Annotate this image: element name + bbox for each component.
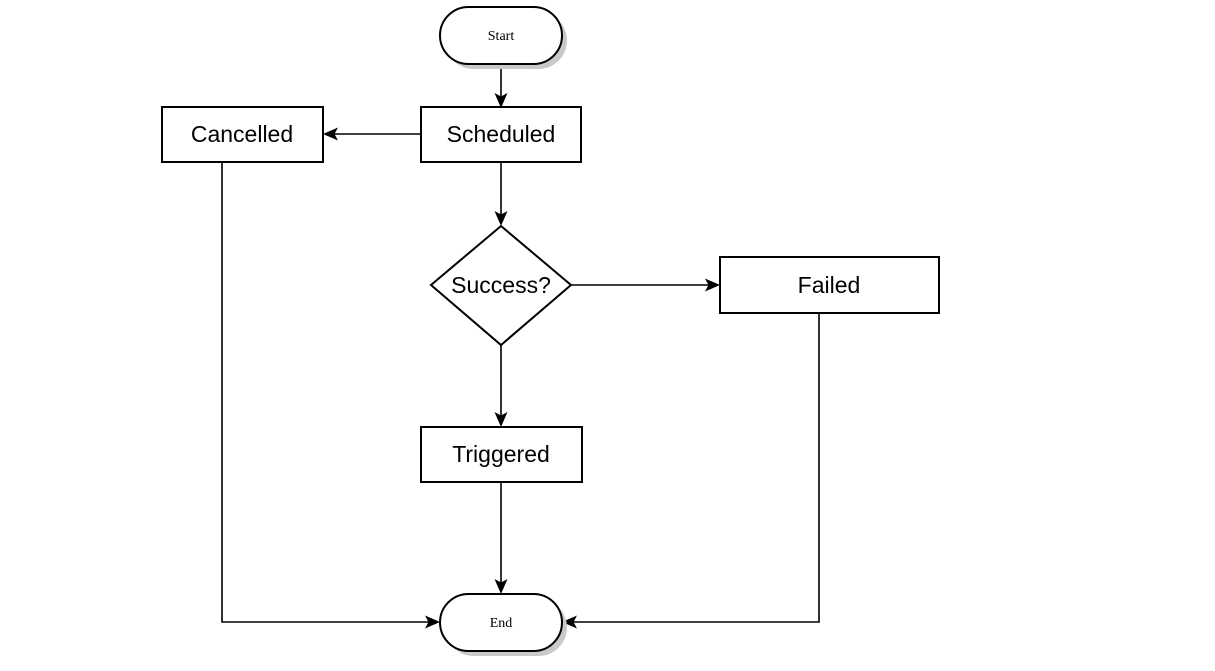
end-label: End — [490, 616, 513, 631]
end-shape — [439, 593, 563, 652]
edge-triggered-end[interactable] — [494, 482, 508, 594]
edge-scheduled-success[interactable] — [494, 162, 508, 226]
node-scheduled[interactable]: Scheduled — [420, 106, 582, 163]
edge-failed-end[interactable] — [562, 313, 820, 629]
node-cancelled[interactable]: Cancelled — [161, 106, 324, 163]
node-end[interactable]: End — [439, 593, 567, 656]
failed-label: Failed — [798, 272, 861, 298]
edge-success-failed[interactable] — [571, 278, 720, 292]
triggered-shape — [420, 426, 583, 483]
node-triggered[interactable]: Triggered — [420, 426, 583, 483]
failed-shape — [719, 256, 940, 314]
scheduled-label: Scheduled — [447, 121, 556, 147]
start-label: Start — [488, 29, 515, 44]
edge-layer — [221, 64, 820, 629]
node-success[interactable]: Success? — [429, 224, 573, 347]
cancelled-label: Cancelled — [191, 121, 293, 147]
node-layer: Start Scheduled Cancelled Success? Faile… — [161, 6, 940, 656]
edge-cancelled-end[interactable] — [221, 162, 440, 629]
cancelled-shape — [161, 106, 324, 163]
triggered-label: Triggered — [452, 441, 550, 467]
success-shape — [429, 224, 573, 347]
success-label: Success? — [451, 272, 551, 298]
edge-success-triggered[interactable] — [494, 345, 508, 427]
scheduled-shape — [420, 106, 582, 163]
node-failed[interactable]: Failed — [719, 256, 940, 314]
edge-scheduled-cancelled[interactable] — [323, 127, 421, 141]
start-shape — [439, 6, 563, 65]
node-start[interactable]: Start — [439, 6, 567, 69]
edge-start-scheduled[interactable] — [494, 64, 508, 108]
